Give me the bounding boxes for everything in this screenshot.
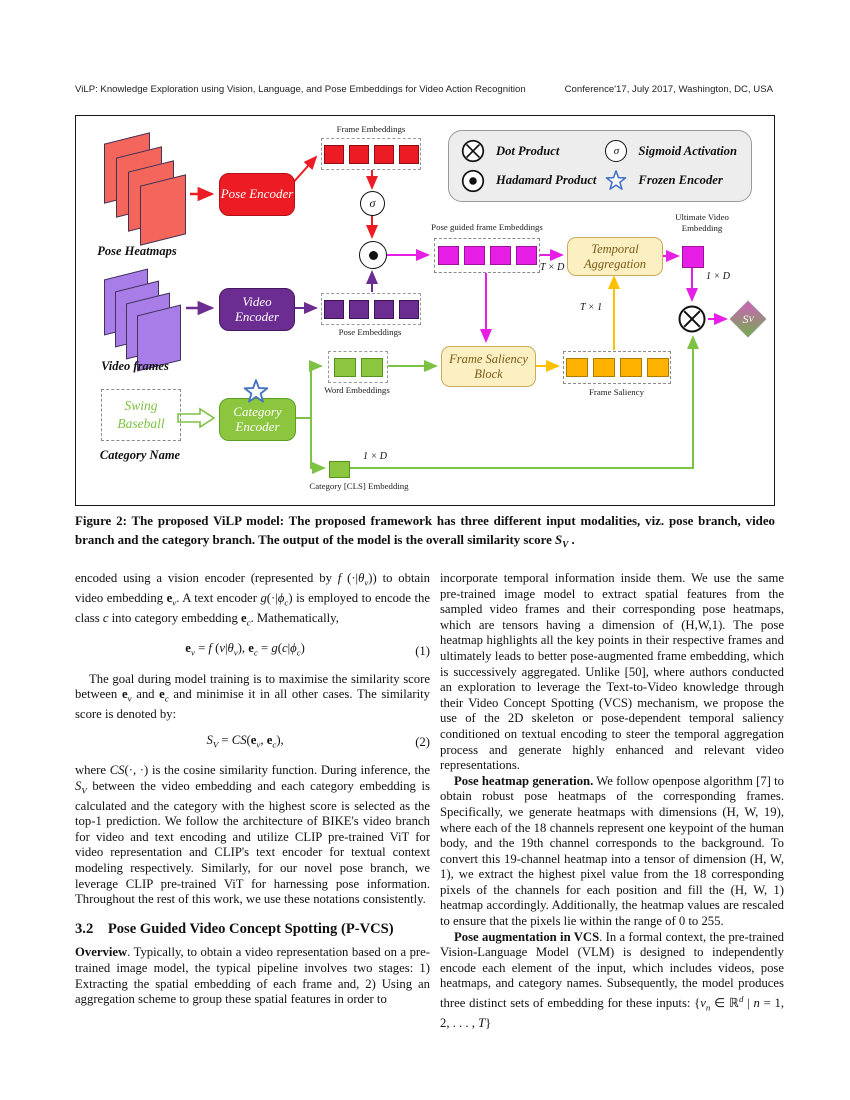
arrow-pose-encoder-to-frame-embeddings — [290, 155, 318, 186]
embedding-square — [348, 299, 369, 319]
equation-number: (1) — [415, 643, 430, 658]
embedding-square — [373, 144, 394, 164]
hadamard-dot — [368, 250, 378, 260]
ultimate-embedding-label: Ultimate Video Embedding — [675, 212, 729, 233]
category-cls-square — [329, 461, 350, 478]
section-heading: 3.2 Pose Guided Video Concept Spotting (… — [75, 920, 394, 937]
frame-saliency-box — [563, 351, 671, 384]
equation-formula: ev = f (v|θv), ec = g(c|ϕc) — [185, 641, 305, 658]
running-head-conference: Conference'17, July 2017, Washington, DC… — [564, 84, 773, 95]
paragraph: incorporate temporal information inside … — [440, 571, 784, 773]
saliency-square — [565, 358, 588, 377]
equation-formula: SV = CS(ev, ec), — [206, 732, 284, 750]
category-cls-label: Category [CLS] Embedding — [309, 481, 409, 491]
frame-embeddings-label: Frame Embeddings — [336, 124, 406, 134]
saliency-square — [646, 358, 669, 377]
legend-hadamard: Hadamard Product — [496, 173, 597, 188]
paragraph: encoded using a vision encoder (represen… — [75, 571, 430, 628]
pose-guided-box — [434, 238, 540, 273]
embedding-square — [398, 144, 419, 164]
equation-1: ev = f (v|θv), ec = g(c|ϕc) (1) — [75, 641, 430, 661]
embedding-square — [515, 246, 537, 265]
dim-1-x-d-ultimate: 1 × D — [706, 271, 730, 282]
dim-1-x-d-cls: 1 × D — [363, 451, 387, 462]
dot-product-icon — [461, 140, 485, 163]
arrow-encoder-to-cls — [310, 418, 326, 474]
category-encoder-box: Category Encoder — [219, 398, 296, 441]
saliency-square — [592, 358, 615, 377]
embedding-square — [323, 299, 344, 319]
pose-heatmaps-label: Pose Heatmaps — [97, 244, 177, 258]
ultimate-embedding-square — [682, 246, 704, 268]
diagram-connectors — [177, 155, 728, 474]
pose-embeddings-box — [321, 293, 421, 325]
category-name-label: Category Name — [99, 448, 181, 462]
pose-guided-label: Pose guided frame Embeddings — [431, 222, 543, 232]
legend-sigmoid: Sigmoid Activation — [638, 143, 737, 158]
legend-frozen: Frozen Encoder — [638, 173, 723, 188]
sigmoid-icon: σ — [360, 191, 385, 216]
right-column: incorporate temporal information inside … — [440, 571, 784, 1032]
arrow-cls-to-dotproduct — [348, 335, 699, 469]
hadamard-product-icon — [359, 241, 387, 269]
saliency-square — [619, 358, 642, 377]
frozen-encoder-star-icon — [606, 169, 627, 190]
embedding-square — [333, 357, 356, 377]
paragraph: The goal during model training is to max… — [75, 671, 430, 722]
dot-product-icon — [678, 305, 706, 338]
embedding-square — [489, 246, 511, 265]
equation-number: (2) — [415, 735, 430, 750]
legend-dot-product: Dot Product — [496, 143, 560, 158]
pose-embeddings-label: Pose Embeddings — [338, 327, 402, 337]
paragraph: Overview. Typically, to obtain a video r… — [75, 945, 430, 1007]
arrow-encoder-to-word-embeddings — [294, 360, 323, 419]
sigmoid-icon: σ — [605, 140, 628, 163]
embedding-square — [373, 299, 394, 319]
embedding-square — [463, 246, 485, 265]
left-column: encoded using a vision encoder (represen… — [75, 571, 430, 1008]
embedding-square — [437, 246, 459, 265]
embedding-square — [323, 144, 344, 164]
equation-2: SV = CS(ev, ec), (2) — [75, 733, 430, 753]
dim-t-x-d: T × D — [540, 262, 565, 273]
hadamard-product-icon — [461, 169, 485, 192]
embedding-square — [360, 357, 383, 377]
video-frames-label: Video frames — [101, 359, 169, 373]
running-head-title: ViLP: Knowledge Exploration using Vision… — [75, 84, 526, 95]
frame-saliency-label: Frame Saliency — [589, 387, 644, 397]
figure-caption: Figure 2: The proposed ViLP model: The p… — [75, 514, 775, 550]
embedding-square — [348, 144, 369, 164]
category-input-box: Swing Baseball — [101, 389, 181, 441]
arrow-category-to-encoder — [177, 407, 216, 429]
temporal-aggregation-box: Temporal Aggregation — [567, 237, 663, 276]
legend-box: Dot Product σ Sigmoid Activation Hadamar… — [448, 130, 752, 202]
dim-t-x-1: T × 1 — [580, 302, 603, 313]
paragraph: Pose heatmap generation. We follow openp… — [440, 773, 784, 929]
word-embeddings-box — [328, 351, 388, 383]
pose-heatmaps-stack — [104, 132, 199, 246]
paragraph: Pose augmentation in VCS. In a formal co… — [440, 929, 785, 1031]
pose-encoder-box: Pose Encoder — [219, 173, 295, 216]
heatmap-frame — [140, 174, 186, 246]
figure-2-diagram: Pose Heatmaps Pose Encoder Frame Embeddi… — [75, 115, 775, 506]
paragraph: where CS(·, ·) is the cosine similarity … — [75, 762, 430, 907]
frame-embeddings-box — [321, 138, 421, 170]
frozen-encoder-star-icon — [243, 379, 269, 403]
embedding-square — [398, 299, 419, 319]
word-embeddings-label: Word Embeddings — [324, 385, 390, 395]
frame-saliency-block: Frame Saliency Block — [441, 346, 536, 387]
video-encoder-box: Video Encoder — [219, 288, 295, 331]
